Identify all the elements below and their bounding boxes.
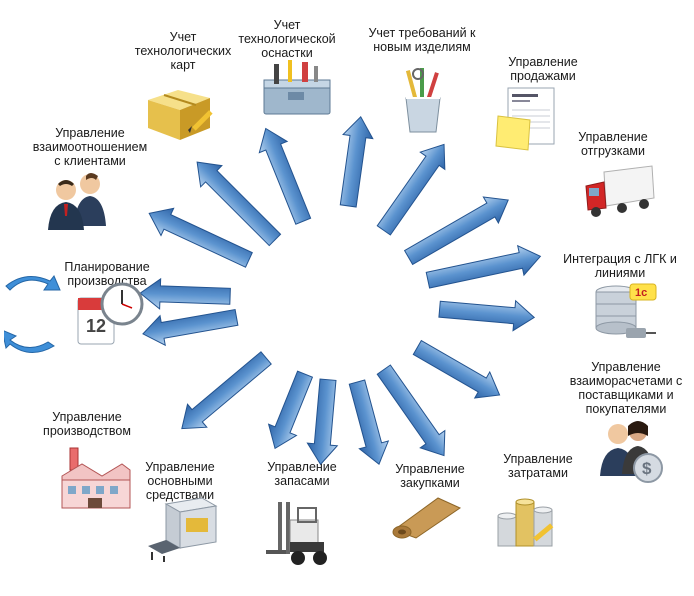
radial-arrow-10 xyxy=(348,379,390,466)
label-tech-cards: Учет технологических карт xyxy=(134,30,232,72)
radial-arrow-8 xyxy=(412,339,501,399)
radial-arrow-6 xyxy=(425,244,542,289)
business-dollar-icon: $ xyxy=(600,421,663,483)
radial-arrow-4 xyxy=(376,143,446,236)
label-purchases: Управление закупками xyxy=(395,462,465,490)
machine-conveyor-icon xyxy=(148,497,218,562)
radial-arrow-11 xyxy=(306,378,339,466)
label-integration: Интеграция с ЛГК и линиями xyxy=(563,252,677,280)
label-production: Управление производством xyxy=(43,410,131,438)
label-requirements: Учет требований к новым изделиям xyxy=(368,26,476,54)
label-tooling: Учет технологической оснастки xyxy=(238,18,336,60)
radial-arrow-16 xyxy=(148,207,253,268)
radial-arrows xyxy=(139,115,542,466)
factory-icon xyxy=(61,447,131,509)
radial-arrow-12 xyxy=(267,370,314,450)
label-sales: Управление продажами xyxy=(508,55,578,83)
radial-arrow-3 xyxy=(339,115,374,208)
coins-stack-icon xyxy=(497,498,554,547)
businessmen-icon xyxy=(48,173,106,230)
delivery-truck-icon xyxy=(585,165,655,217)
box-with-pencil-icon xyxy=(148,90,213,140)
radial-arrow-5 xyxy=(403,196,509,266)
radial-arrow-1 xyxy=(196,161,282,247)
leather-roll-icon xyxy=(392,497,462,539)
label-inventory: Управление запасами xyxy=(267,460,337,488)
label-settlements: Управление взаиморасчетами с поставщикам… xyxy=(569,360,683,416)
toolbox-icon xyxy=(263,60,331,115)
radial-arrow-7 xyxy=(438,299,536,332)
label-crm: Управление взаимоотношением с клиентами xyxy=(32,126,148,168)
sales-quotation-icon xyxy=(495,87,555,151)
svg-text:1c: 1c xyxy=(635,287,647,299)
calendar-clock-icon: 12 xyxy=(4,275,144,353)
forklift-icon xyxy=(266,502,327,565)
radial-arrow-9 xyxy=(376,364,446,457)
label-shipments: Управление отгрузками xyxy=(578,130,648,158)
svg-text:$: $ xyxy=(642,459,652,478)
label-costs: Управление затратами xyxy=(503,452,573,480)
radial-arrow-15 xyxy=(139,277,231,310)
radial-arrow-2 xyxy=(258,127,312,225)
pencil-cup-icon xyxy=(405,68,441,133)
svg-text:12: 12 xyxy=(86,316,106,336)
database-1c-icon: 1c xyxy=(595,283,657,338)
radial-arrow-14 xyxy=(142,308,239,347)
radial-arrow-13 xyxy=(181,351,272,430)
